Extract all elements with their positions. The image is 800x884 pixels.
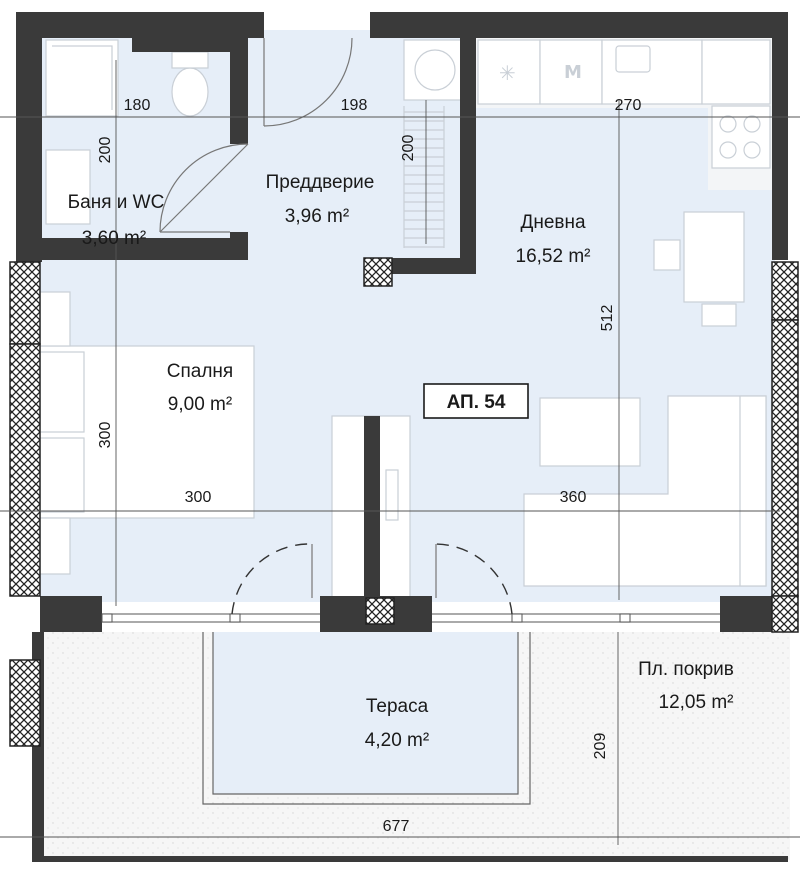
column-left-3 [9, 659, 41, 747]
dim-living-width: 360 [560, 489, 587, 506]
nightstand [39, 291, 71, 347]
hall-shelving [403, 106, 445, 248]
structural-columns [9, 257, 799, 747]
living-name: Дневна [520, 212, 586, 233]
wall-front-left [40, 596, 102, 632]
wall-front-right [720, 596, 772, 632]
dim-hall-width: 198 [341, 97, 368, 114]
wall-top-left [16, 12, 264, 38]
dim-total-width: 677 [383, 818, 410, 835]
dining-chair [701, 303, 737, 327]
hallway-name: Преддверие [266, 172, 375, 193]
wall-bath-bottom [16, 238, 248, 260]
nightstand [39, 517, 71, 575]
bedroom-name: Спалня [167, 361, 233, 382]
bathroom-door [159, 143, 249, 233]
pillow [39, 351, 85, 433]
wall-bath-right-bottom [230, 232, 248, 260]
stove-burner [719, 115, 737, 133]
column-right-1 [771, 261, 799, 321]
balcony-bottom-wall [32, 856, 788, 862]
apartment-tag-text: АП. 54 [447, 392, 506, 413]
microwave-icon: M [564, 62, 582, 83]
dim-terrace-depth: 209 [592, 733, 609, 760]
wall-top-right [370, 12, 775, 38]
terrace-outline [202, 632, 531, 805]
dim-bath-depth: 200 [97, 137, 114, 164]
flat-roof-area: 12,05 m² [659, 692, 734, 713]
terrace-floor [213, 632, 518, 794]
dining-table [683, 211, 745, 303]
room-labels: Баня и WC 3,60 m² Преддверие 3,96 m² Дне… [68, 172, 734, 751]
furniture: ✳ M [39, 39, 771, 603]
wall-hall-right [460, 38, 476, 274]
wall-bath-inner-top [132, 38, 242, 52]
toilet-tank [171, 51, 209, 69]
hallway-area: 3,96 m² [285, 206, 349, 227]
washing-machine-drum [414, 49, 456, 91]
bathroom-area: 3,60 m² [82, 228, 146, 249]
dim-hall-depth: 200 [400, 135, 417, 162]
bath-sink [45, 149, 91, 225]
dimension-labels: 180 200 198 200 270 512 300 300 360 209 … [97, 97, 641, 835]
flat-roof-name: Пл. покрив [638, 659, 734, 680]
stove [711, 105, 771, 169]
kitchen-cabinet [477, 39, 541, 105]
bathroom-name: Баня и WC [68, 192, 165, 213]
glazing [101, 613, 720, 623]
bedroom-area: 9,00 m² [168, 394, 232, 415]
wall-bath-left [16, 12, 42, 262]
dim-living-depth: 512 [599, 305, 616, 332]
dim-bedroom-depth: 300 [97, 422, 114, 449]
pillow [39, 437, 85, 513]
column-front-mid [365, 597, 395, 625]
stove-burner [719, 141, 737, 159]
sink-basin [615, 45, 651, 73]
freezer-icon: ✳ [499, 61, 516, 85]
dimension-lines [0, 60, 800, 845]
wall-bath-right-top [230, 38, 248, 144]
entrance-door [263, 37, 353, 127]
dim-bedroom-width: 300 [185, 489, 212, 506]
sofa-seat [739, 395, 767, 587]
column-right-3 [771, 595, 799, 633]
coffee-table [539, 397, 641, 467]
dim-kitchen-width: 270 [615, 97, 642, 114]
stove-burner [743, 141, 761, 159]
column-left-2 [9, 343, 41, 597]
terrace-door-left [231, 543, 313, 615]
wall-hall-bottom [384, 258, 476, 274]
apartment-tag: АП. 54 [423, 383, 529, 419]
living-area: 16,52 m² [516, 246, 591, 267]
toilet-bowl [171, 67, 209, 117]
terrace-area: 4,20 m² [365, 730, 429, 751]
dim-bath-width: 180 [124, 97, 151, 114]
shower-screen [52, 45, 113, 110]
column-left-1 [9, 261, 41, 345]
stove-burner [743, 115, 761, 133]
column-hall [363, 257, 393, 287]
dining-chair [653, 239, 681, 271]
apartment-tag-box [423, 383, 529, 419]
wardrobe-handle [385, 469, 399, 521]
doors [159, 37, 513, 615]
wall-right-top [772, 12, 788, 260]
kitchen-end-cabinet [701, 39, 771, 105]
wall-partition [364, 416, 380, 616]
column-right-2 [771, 319, 799, 597]
terrace-name: Тераса [366, 696, 429, 717]
